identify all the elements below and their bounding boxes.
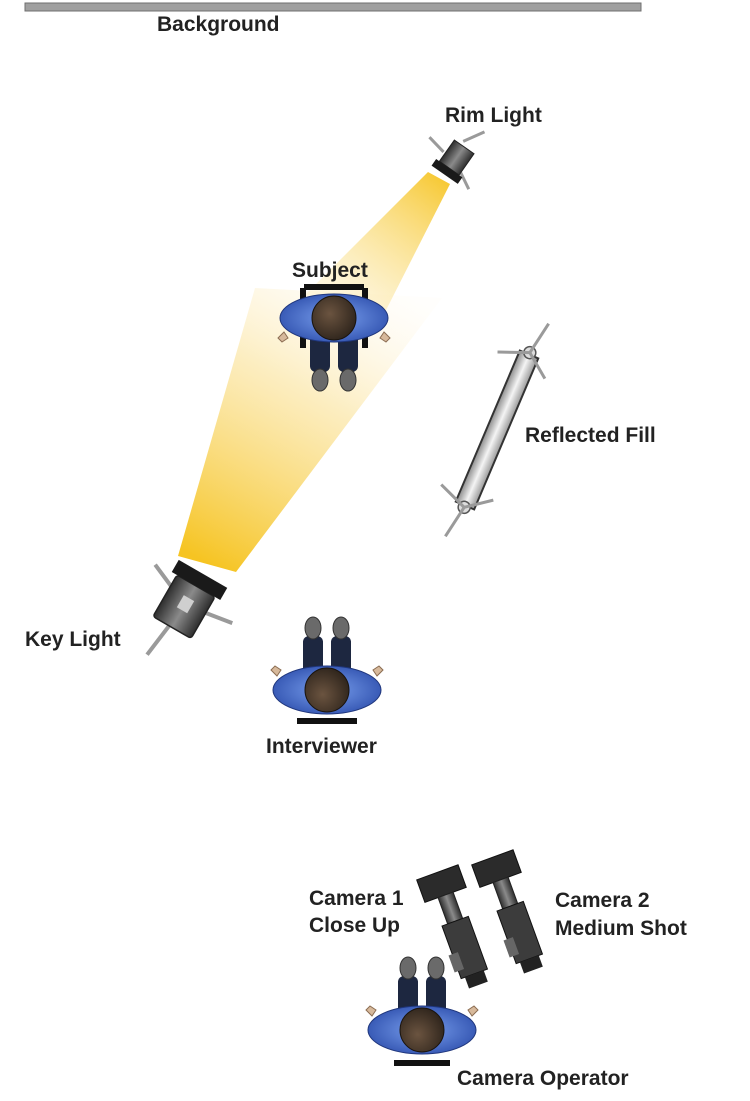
subject-figure bbox=[277, 284, 391, 392]
camera-1 bbox=[416, 864, 489, 989]
rim-light-label: Rim Light bbox=[445, 104, 542, 127]
rim-light-beam bbox=[300, 172, 450, 318]
camera-2 bbox=[471, 849, 544, 974]
reflected-fill-board bbox=[440, 322, 550, 538]
background-bar bbox=[24, 2, 642, 12]
key-light-fixture bbox=[145, 559, 234, 656]
background-label: Background bbox=[157, 13, 280, 36]
camera-1-label-line2: Close Up bbox=[309, 914, 401, 937]
camera-2-label-line1: Camera 2 bbox=[555, 889, 650, 912]
key-light-label: Key Light bbox=[25, 628, 121, 651]
interviewer-label: Interviewer bbox=[266, 735, 377, 758]
key-light-beam bbox=[178, 288, 442, 572]
camera-1-label-line1: Camera 1 bbox=[309, 887, 404, 910]
interviewer-figure bbox=[271, 617, 383, 724]
camera-operator-label: Camera Operator bbox=[457, 1067, 629, 1090]
camera-2-label-line2: Medium Shot bbox=[555, 917, 687, 940]
reflected-fill-label: Reflected Fill bbox=[525, 424, 656, 447]
camera-operator-figure bbox=[366, 957, 478, 1066]
rim-light-fixture bbox=[428, 130, 486, 190]
subject-label: Subject bbox=[292, 259, 368, 282]
